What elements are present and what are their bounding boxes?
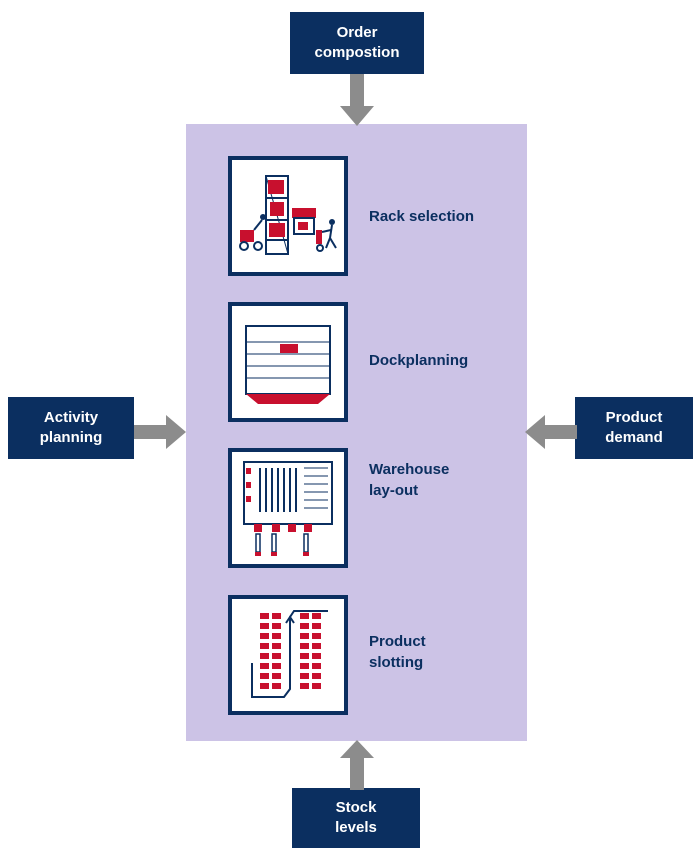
warehouse-layout-icon <box>243 461 333 556</box>
order-composition-box: Order compostion <box>290 12 424 74</box>
product-slotting-label-line-1: Product <box>369 633 426 650</box>
activity-planning-box: Activity planning <box>8 397 134 459</box>
arrow-right-icon <box>134 415 186 449</box>
product-slotting-label-line-2: slotting <box>369 654 424 671</box>
dockplanning-tile <box>228 302 348 422</box>
rack-selection-tile <box>228 156 348 276</box>
stock-levels-label-line-2: levels <box>335 819 377 836</box>
activity-planning-label-line-1: Activity <box>43 409 99 426</box>
product-demand-label-line-2: demand <box>605 429 663 446</box>
rack-icon <box>239 175 337 255</box>
rack-selection-label: Rack selection <box>369 206 509 227</box>
product-demand-box: Product demand <box>575 397 693 459</box>
rack-selection-label-line-1: Rack selection <box>369 208 475 225</box>
arrow-up-icon <box>340 740 374 790</box>
dockplanning-label-line-1: Dockplanning <box>369 352 469 369</box>
order-composition-label-line-2: compostion <box>314 44 400 61</box>
arrow-left-icon <box>525 415 577 449</box>
stock-levels-box: Stock levels <box>292 788 420 848</box>
product-slotting-tile <box>228 595 348 715</box>
stock-levels-label-line-1: Stock <box>335 799 377 816</box>
order-composition-label-line-1: Order <box>336 24 378 41</box>
warehouse-layout-label-line-2: lay-out <box>369 482 419 499</box>
dock-icon <box>245 325 331 404</box>
activity-planning-label-line-2: planning <box>39 429 103 446</box>
product-slotting-label: Product slotting <box>369 631 509 673</box>
warehouse-layout-label-line-1: Warehouse <box>369 461 450 478</box>
warehouse-layout-tile <box>228 448 348 568</box>
arrow-down-icon <box>340 74 374 126</box>
warehouse-layout-label: Warehouse lay-out <box>369 459 509 501</box>
product-demand-label-line-1: Product <box>605 409 663 426</box>
dockplanning-label: Dockplanning <box>369 350 509 371</box>
slotting-icon <box>251 610 328 698</box>
